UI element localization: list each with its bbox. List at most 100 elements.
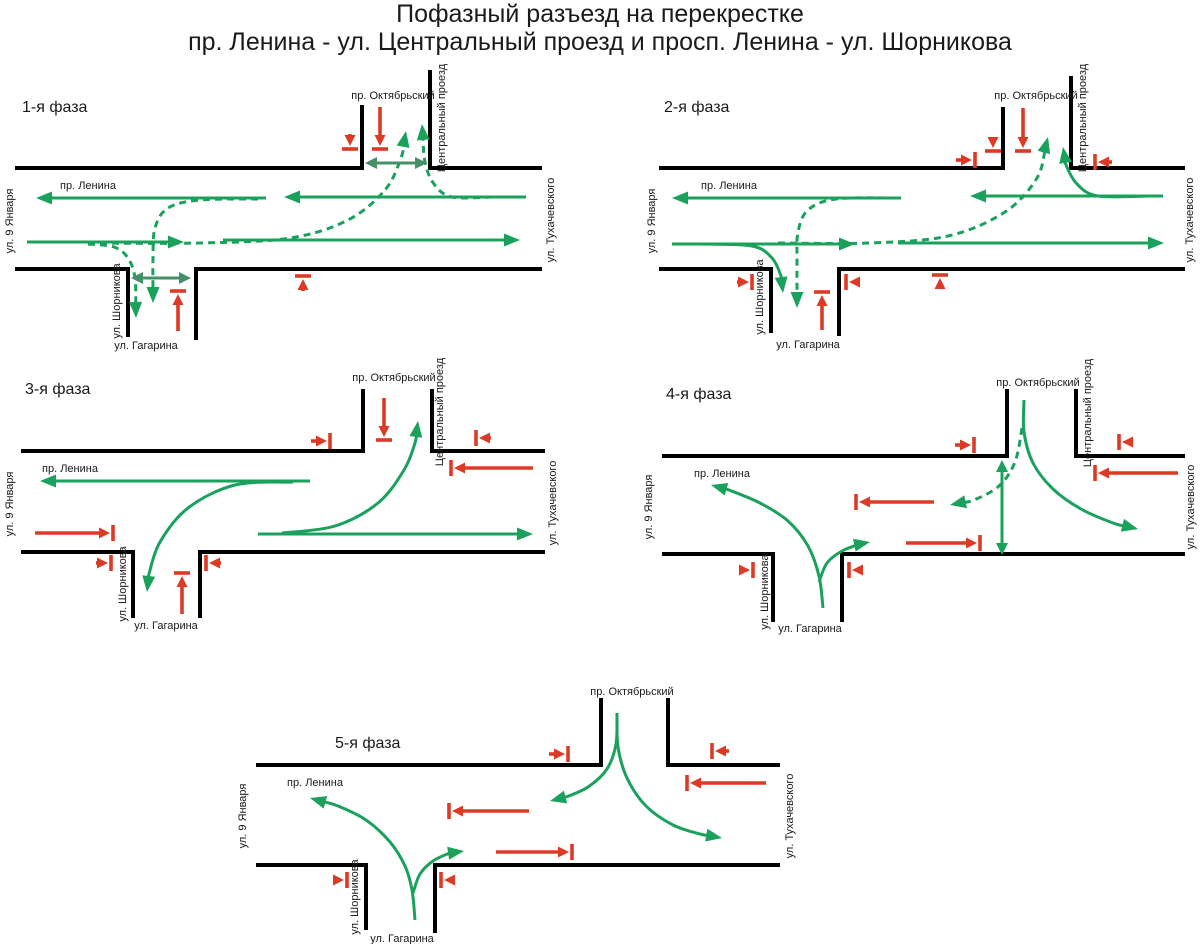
street-9-yanvarya: ул. 9 Января [4, 472, 16, 537]
arrowhead [839, 237, 855, 251]
street-shornikova: ул. Шорникова [754, 259, 766, 335]
stop-arrowhead [554, 748, 565, 760]
street-9-yanvarya: ул. 9 Января [237, 784, 249, 849]
street-centralny-proezd: Центральный проезд [1082, 358, 1094, 467]
movement-arrow [1021, 399, 1130, 529]
stop-arrowhead [961, 154, 972, 166]
street-oktyabrsky: пр. Октябрьский [996, 377, 1079, 389]
street-tukhachevskogo: ул. Тухачевского [547, 461, 559, 546]
arrowhead [310, 796, 328, 809]
turn-arrow-dashed [151, 197, 259, 294]
arrowhead [40, 474, 56, 488]
turn-arrow-dashed [87, 140, 406, 245]
stop-arrowhead [852, 564, 863, 576]
arrowhead [672, 191, 688, 205]
street-tukhachevskogo: ул. Тухачевского [545, 178, 557, 263]
phase-label: 5-я фаза [335, 735, 401, 752]
street-9-yanvarya: ул. 9 Января [4, 189, 16, 254]
arrowhead [705, 828, 722, 842]
street-shornikova: ул. Шорникова [759, 554, 771, 630]
stop-arrowhead [454, 462, 465, 474]
movement-arrow [719, 486, 825, 609]
street-gagarina: ул. Гагарина [776, 339, 840, 351]
phase-label: 4-я фаза [666, 386, 732, 403]
arrowhead [774, 276, 788, 293]
stop-arrowhead [715, 745, 726, 757]
arrowhead [950, 495, 967, 509]
street-shornikova: ул. Шорникова [117, 546, 129, 622]
stop-arrowhead [960, 439, 971, 451]
street-shornikova: ул. Шорникова [349, 859, 361, 935]
arrowhead [550, 790, 568, 804]
arrowhead [996, 543, 1008, 555]
turn-arrow-dashed [421, 133, 493, 200]
street-lenina: пр. Ленина [694, 468, 751, 480]
movement-arrow [318, 799, 417, 921]
street-9-yanvarya: ул. 9 Января [643, 475, 655, 540]
street-lenina: пр. Ленина [60, 180, 117, 192]
street-oktyabrsky: пр. Октябрьский [994, 90, 1077, 102]
arrowhead [179, 272, 191, 284]
arrowhead [711, 483, 729, 496]
arrowhead [1148, 236, 1164, 250]
street-shornikova: ул. Шорникова [111, 263, 123, 339]
turn-arrow-dashed [87, 242, 138, 309]
arrowhead [284, 190, 300, 204]
street-tukhachevskogo: ул. Тухачевского [784, 774, 796, 859]
stop-arrowhead [452, 805, 463, 817]
movement-arrow [281, 430, 419, 535]
arrowhead [853, 538, 870, 552]
arrowhead [996, 460, 1008, 472]
street-lenina: пр. Ленина [42, 463, 99, 475]
turn-arrow-dashed [795, 196, 899, 299]
street-gagarina: ул. Гагарина [370, 933, 434, 944]
arrowhead [129, 301, 143, 318]
stop-arrowhead [1017, 137, 1029, 148]
stop-arrowhead [316, 435, 327, 447]
phase-label: 2-я фаза [664, 99, 730, 116]
turn-arrow-dashed [959, 427, 1024, 505]
arrowhead [517, 527, 533, 541]
movement-arrow [615, 712, 713, 838]
stop-arrowhead [176, 576, 188, 587]
street-oktyabrsky: пр. Октябрьский [351, 90, 434, 102]
arrowhead [447, 846, 464, 860]
stop-arrowhead [99, 527, 110, 539]
street-lenina: пр. Ленина [287, 777, 344, 789]
road-outline [21, 389, 545, 618]
stop-arrowhead [1098, 156, 1109, 168]
street-centralny-proezd: Центральный проезд [434, 357, 446, 466]
phase-label: 1-я фаза [22, 99, 88, 116]
arrowhead [142, 575, 156, 592]
turn-arrow-dashed [777, 145, 1047, 246]
stop-arrowhead [859, 496, 870, 508]
street-gagarina: ул. Гагарина [778, 623, 842, 635]
arrowhead [415, 157, 427, 169]
arrowhead [409, 421, 423, 438]
arrowhead [790, 292, 804, 308]
stop-arrowhead [444, 874, 455, 886]
stop-arrowhead [378, 426, 390, 437]
road-outline [659, 76, 1185, 336]
street-oktyabrsky: пр. Октябрьский [352, 372, 435, 384]
stop-arrowhead [374, 135, 386, 146]
stop-arrowhead [987, 137, 999, 148]
stop-arrowhead [333, 874, 344, 886]
street-9-yanvarya: ул. 9 Января [646, 189, 658, 254]
phase-label: 3-я фаза [25, 381, 91, 398]
stop-arrowhead [690, 777, 701, 789]
stop-arrowhead [934, 278, 946, 289]
stop-arrowhead [738, 276, 749, 288]
arrowhead [970, 189, 986, 203]
diagram-title-line1: Пофазный разъезд на перекрестке [396, 0, 804, 28]
arrowhead [131, 272, 143, 284]
arrowhead [504, 233, 520, 247]
